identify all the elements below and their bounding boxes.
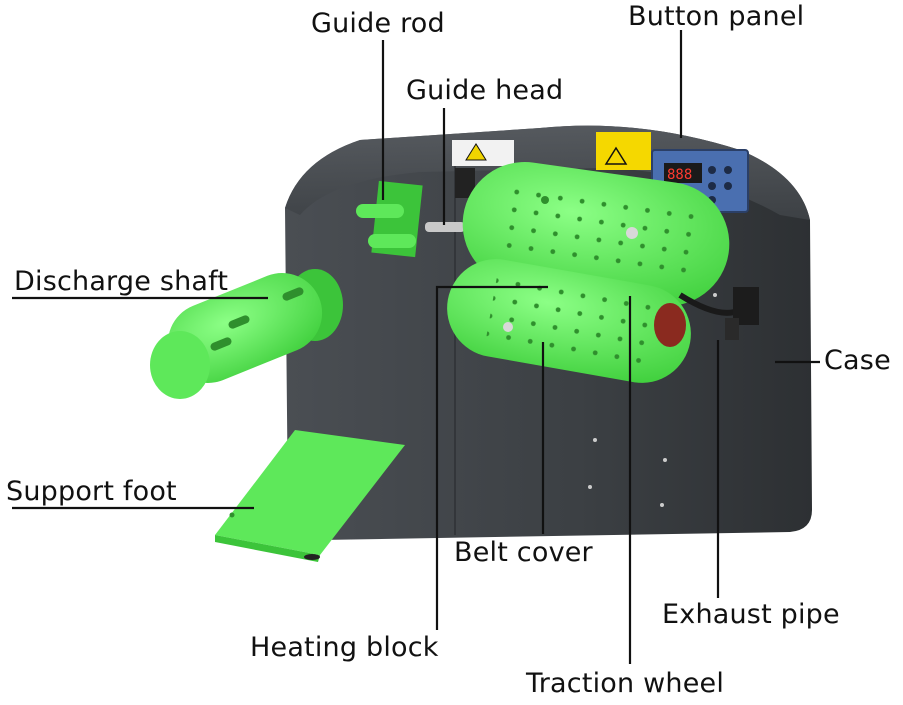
leader-lines xyxy=(12,30,820,664)
label-support-foot: Support foot xyxy=(6,476,177,507)
label-guide-rod: Guide rod xyxy=(311,8,445,39)
label-button-panel: Button panel xyxy=(628,1,805,32)
support-foot-graphic xyxy=(215,430,405,562)
guide-rod-graphic xyxy=(356,180,423,258)
label-guide-head: Guide head xyxy=(406,75,564,106)
label-traction-wheel: Traction wheel xyxy=(526,668,725,699)
leader-heating-block xyxy=(435,285,548,630)
label-discharge-shaft: Discharge shaft xyxy=(14,266,229,297)
discharge-shaft-graphic xyxy=(150,269,343,399)
label-belt-cover: Belt cover xyxy=(454,537,593,568)
display-readout: 888 xyxy=(667,167,692,183)
exhaust-pipe-graphic xyxy=(678,287,759,340)
label-case: Case xyxy=(824,345,891,376)
guide-head-graphic xyxy=(425,168,475,232)
label-heating-block: Heating block xyxy=(250,632,439,663)
label-exhaust-pipe: Exhaust pipe xyxy=(662,599,840,630)
